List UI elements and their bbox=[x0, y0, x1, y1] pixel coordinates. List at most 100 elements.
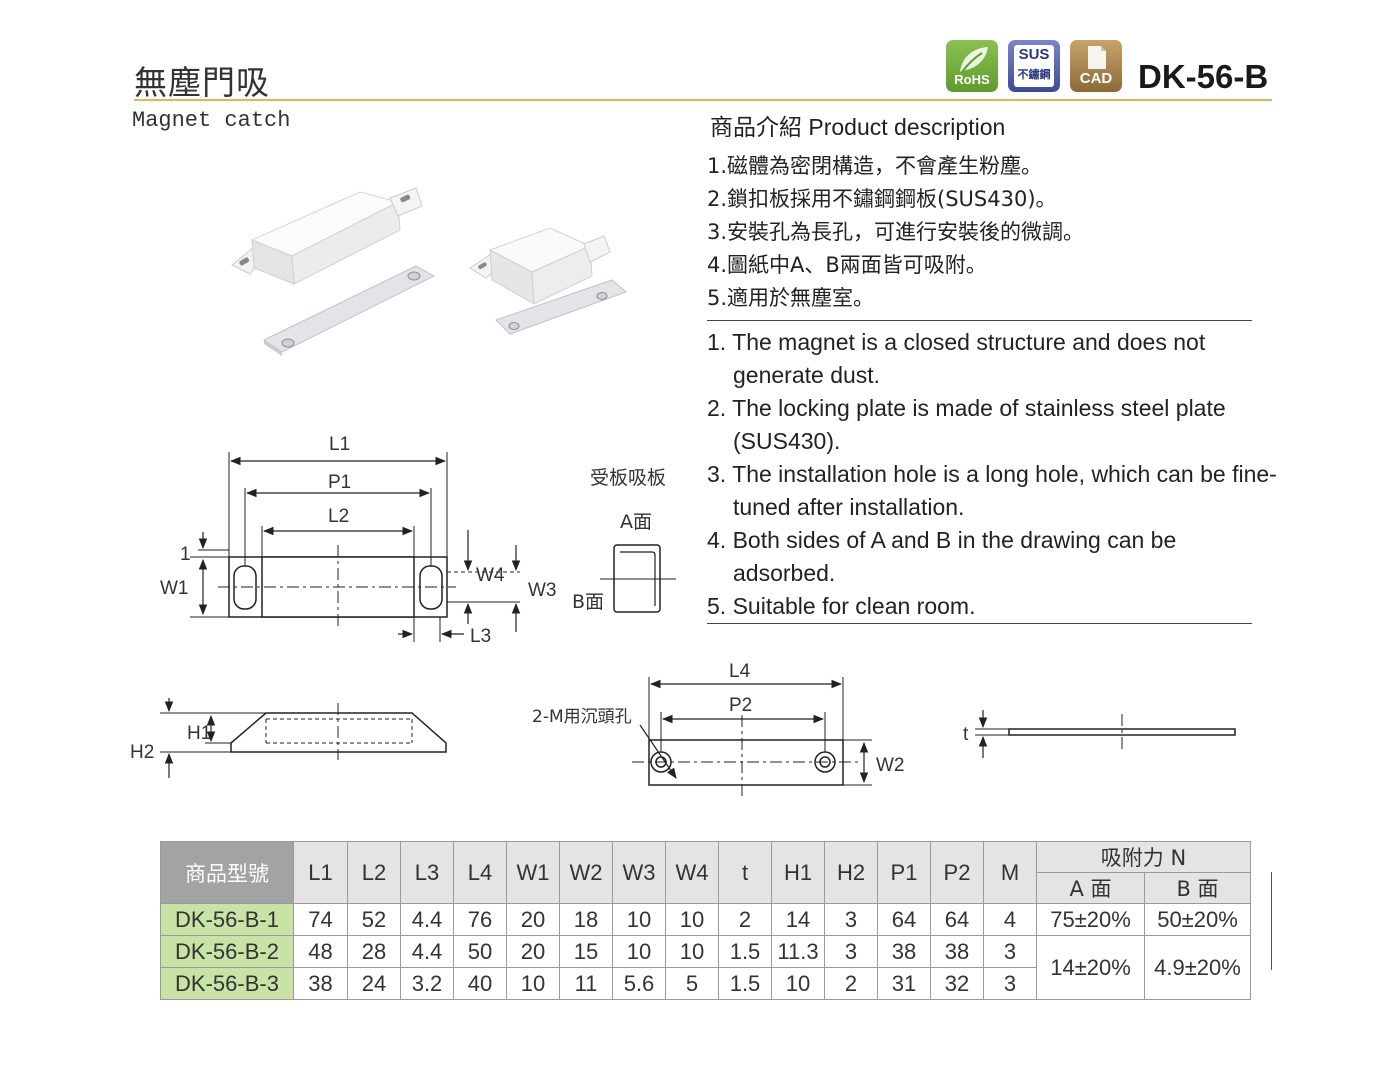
table-header: H2 bbox=[824, 841, 878, 904]
table-cell: 32 bbox=[930, 967, 984, 1000]
table-cell: 50 bbox=[453, 935, 507, 968]
spec-table: 商品型號 L1 L2 L3 L4 W1 W2 W3 W4 t H1 H2 P1 … bbox=[160, 841, 1251, 1000]
table-cell: 24 bbox=[347, 967, 401, 1000]
cad-badge: CAD bbox=[1070, 40, 1122, 92]
rohs-badge: RoHS bbox=[946, 40, 998, 92]
table-cell: 3 bbox=[983, 935, 1037, 968]
rohs-leaf-icon bbox=[960, 47, 988, 73]
sus-sublabel: 不鏽鋼 bbox=[1017, 68, 1051, 81]
table-cell-force-b: 50±20% bbox=[1144, 903, 1251, 936]
title-divider bbox=[134, 99, 1272, 101]
table-cell: 10 bbox=[612, 935, 666, 968]
table-cell-code: DK-56-B-1 bbox=[160, 903, 294, 936]
sus-label: SUS bbox=[1018, 46, 1050, 63]
table-header: W4 bbox=[665, 841, 719, 904]
list-item: 5.適用於無塵室。 bbox=[707, 286, 875, 310]
table-cell: 1.5 bbox=[718, 967, 772, 1000]
table-cell: 64 bbox=[877, 903, 931, 936]
table-header: L1 bbox=[293, 841, 348, 904]
table-cell: 2 bbox=[718, 903, 772, 936]
small-catch-illustration bbox=[469, 227, 627, 335]
table-cell: 74 bbox=[293, 903, 348, 936]
list-item: 4. Both sides of A and B in the drawing … bbox=[707, 527, 1177, 586]
table-cell-code: DK-56-B-2 bbox=[160, 935, 294, 968]
table-cell-force-a: 14±20% bbox=[1036, 935, 1145, 1000]
table-cell: 4 bbox=[983, 903, 1037, 936]
description-zh-list: 1.磁體為密閉構造，不會產生粉塵。 2.鎖扣板採用不鏽鋼鋼板(SUS430)。 … bbox=[707, 150, 1084, 315]
table-cell: 76 bbox=[453, 903, 507, 936]
list-item: 4.圖紙中A、B兩面皆可吸附。 bbox=[707, 253, 987, 277]
table-header: W3 bbox=[612, 841, 666, 904]
dim-label-l4: L4 bbox=[729, 661, 751, 682]
model-number: DK-56-B bbox=[1138, 58, 1269, 95]
table-cell: 3.2 bbox=[400, 967, 454, 1000]
list-item: 3. The installation hole is a long hole,… bbox=[707, 461, 1277, 520]
table-header-face-a: A 面 bbox=[1036, 872, 1145, 904]
plate-title: 受板吸板 bbox=[590, 467, 666, 489]
table-cell: 31 bbox=[877, 967, 931, 1000]
table-cell: 3 bbox=[824, 935, 878, 968]
technical-drawing: L1 P1 L2 1 W1 W4 W3 L3 受板吸板 A面 B面 H1 H2 bbox=[130, 434, 1236, 800]
table-cell: 28 bbox=[347, 935, 401, 968]
table-header: W1 bbox=[506, 841, 560, 904]
plate-face-view bbox=[600, 544, 676, 613]
plate-side-view bbox=[975, 710, 1236, 758]
list-item: 2.鎖扣板採用不鏽鋼鋼板(SUS430)。 bbox=[707, 187, 1057, 211]
description-divider bbox=[707, 320, 1252, 321]
table-header: L2 bbox=[347, 841, 401, 904]
table-cell: 11.3 bbox=[771, 935, 825, 968]
dim-label-l1: L1 bbox=[329, 434, 350, 455]
table-cell-code: DK-56-B-3 bbox=[160, 967, 294, 1000]
dim-label-h2: H2 bbox=[130, 742, 154, 763]
table-row: DK-56-B-1 74 52 4.4 76 20 18 10 10 2 14 … bbox=[160, 903, 1251, 936]
list-item: 3.安裝孔為長孔，可進行安裝後的微調。 bbox=[707, 220, 1085, 244]
dim-label-l3: L3 bbox=[470, 626, 491, 647]
description-heading: 商品介紹 Product description bbox=[710, 114, 1006, 140]
table-header-force: 吸附力 N bbox=[1036, 841, 1251, 873]
table-cell: 10 bbox=[612, 903, 666, 936]
table-cell: 3 bbox=[824, 903, 878, 936]
table-edge-mark bbox=[1271, 872, 1272, 970]
dim-label-w1: W1 bbox=[160, 578, 189, 599]
table-cell: 38 bbox=[877, 935, 931, 968]
description-en-list: 1. The magnet is a closed structure and … bbox=[707, 326, 1277, 623]
table-cell: 48 bbox=[293, 935, 348, 968]
dim-label-w2: W2 bbox=[876, 755, 905, 776]
table-cell: 38 bbox=[293, 967, 348, 1000]
rohs-label: RoHS bbox=[954, 72, 990, 87]
catch-side-view bbox=[160, 698, 447, 778]
plate-top-view bbox=[632, 677, 872, 800]
table-header: L4 bbox=[453, 841, 507, 904]
dim-label-w4: W4 bbox=[476, 565, 505, 586]
table-row: DK-56-B-3 38 24 3.2 40 10 11 5.6 5 1.5 1… bbox=[160, 967, 1251, 1000]
table-cell: 1.5 bbox=[718, 935, 772, 968]
list-item: 1. The magnet is a closed structure and … bbox=[707, 329, 1206, 388]
table-cell: 14 bbox=[771, 903, 825, 936]
table-header: M bbox=[983, 841, 1037, 904]
hole-label: 2-M用沉頭孔 bbox=[532, 707, 632, 727]
dim-label-h1: H1 bbox=[187, 723, 211, 744]
catch-top-view bbox=[190, 452, 521, 642]
table-cell: 52 bbox=[347, 903, 401, 936]
dim-label-p1: P1 bbox=[328, 472, 351, 493]
table-header: P2 bbox=[930, 841, 984, 904]
sus-badge: SUS 不鏽鋼 bbox=[1008, 40, 1060, 92]
table-cell-force-b: 4.9±20% bbox=[1144, 935, 1251, 1000]
table-cell: 4.4 bbox=[400, 903, 454, 936]
table-header: t bbox=[718, 841, 772, 904]
face-a-label: A面 bbox=[620, 511, 652, 533]
table-cell: 15 bbox=[559, 935, 613, 968]
table-cell: 10 bbox=[506, 967, 560, 1000]
table-cell: 18 bbox=[559, 903, 613, 936]
dim-label-w3: W3 bbox=[528, 580, 557, 601]
table-cell: 64 bbox=[930, 903, 984, 936]
page-subtitle: Magnet catch bbox=[132, 108, 291, 133]
table-cell: 20 bbox=[506, 935, 560, 968]
table-header-face-b: B 面 bbox=[1144, 872, 1251, 904]
dim-label-p2: P2 bbox=[729, 695, 752, 716]
product-photo bbox=[231, 187, 627, 356]
table-cell-force-a: 75±20% bbox=[1036, 903, 1145, 936]
table-cell: 20 bbox=[506, 903, 560, 936]
table-row: DK-56-B-2 48 28 4.4 50 20 15 10 10 1.5 1… bbox=[160, 935, 1251, 1000]
table-cell: 40 bbox=[453, 967, 507, 1000]
